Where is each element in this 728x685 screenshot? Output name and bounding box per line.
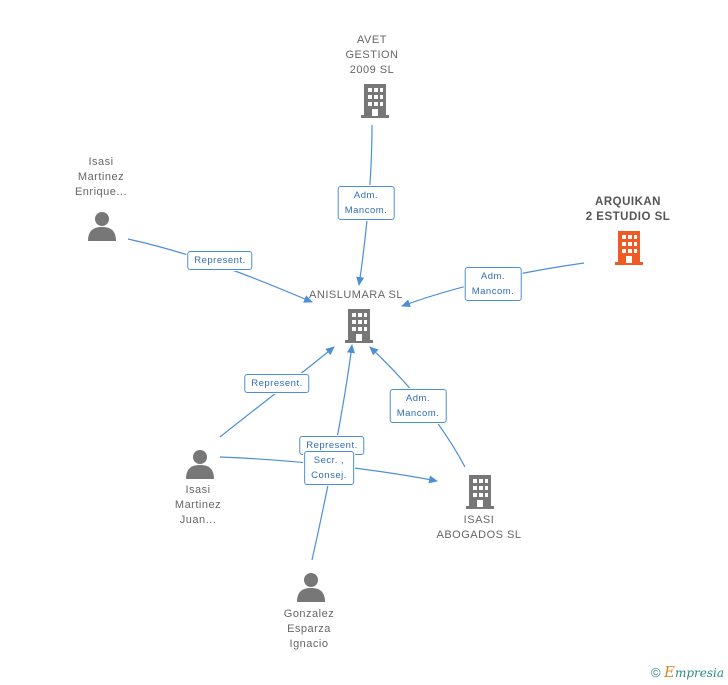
edge-label-juan-abogados[interactable]: Secr. , Consej. bbox=[304, 451, 354, 485]
edge-label-juan-anislumara[interactable]: Represent. bbox=[244, 374, 310, 393]
isasi-enrique-person-icon[interactable] bbox=[87, 211, 117, 241]
copyright-symbol: © bbox=[651, 665, 661, 680]
isasi-juan-person-icon[interactable] bbox=[185, 449, 215, 479]
brand-e-logo: E bbox=[663, 663, 675, 681]
anislumara-building-icon[interactable] bbox=[344, 309, 374, 343]
gonzalez-person-icon[interactable] bbox=[296, 572, 326, 602]
isasi-abogados-building-icon[interactable] bbox=[465, 475, 495, 509]
edge-enrique-anislumara bbox=[127, 238, 313, 303]
edge-label-abogados[interactable]: Adm. Mancom. bbox=[389, 389, 447, 423]
arquikan-label[interactable]: ARQUIKAN 2 ESTUDIO SL bbox=[585, 196, 671, 223]
edge-label-avet[interactable]: Adm. Mancom. bbox=[337, 186, 395, 220]
edge-label-enrique[interactable]: Represent. bbox=[187, 251, 253, 270]
brand-name: mpresia bbox=[674, 666, 724, 680]
arquikan-building-icon[interactable] bbox=[614, 231, 644, 265]
isasi-juan-label[interactable]: Isasi Martinez Juan... bbox=[174, 484, 222, 526]
avet-building-icon[interactable] bbox=[360, 84, 390, 118]
empresia-footer[interactable]: © Empresia bbox=[651, 663, 724, 681]
isasi-abogados-label[interactable]: ISASI ABOGADOS SL bbox=[436, 514, 522, 541]
anislumara-label[interactable]: ANISLUMARA SL bbox=[309, 289, 403, 301]
avet-label[interactable]: AVET GESTION 2009 SL bbox=[345, 34, 399, 76]
edge-label-arquikan[interactable]: Adm. Mancom. bbox=[464, 267, 522, 301]
isasi-enrique-label[interactable]: Isasi Martinez Enrique... bbox=[74, 156, 128, 198]
gonzalez-label[interactable]: Gonzalez Esparza Ignacio bbox=[283, 608, 335, 650]
